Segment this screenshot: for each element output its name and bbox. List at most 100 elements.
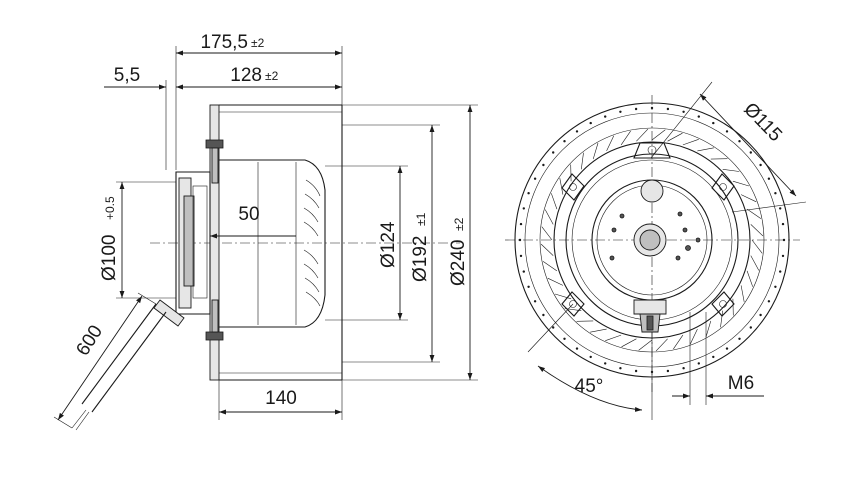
mounting-lug-bottom-left [561,291,585,317]
front-view: Ø115 45° M6 [505,81,807,420]
vent-dot [604,362,607,365]
vent-dot [604,115,607,118]
vent-dot [749,326,752,329]
vent-dot [589,355,592,359]
vent-dot [563,337,566,340]
vent-dot [533,300,537,303]
blade-line [655,338,668,352]
vent-dot [781,222,785,226]
dim-cable-length-value: 600 [72,322,107,360]
vent-dot [589,121,592,125]
blade-line [651,129,666,141]
dimension-mounting-angle: 45° [527,303,653,420]
blade-line [740,285,745,302]
impeller-body [219,159,326,328]
vent-dot [542,163,545,167]
blade-line [689,328,698,345]
dim-impeller-width-value: 140 [265,388,297,409]
vent-dot [774,285,777,288]
blade-line [606,135,615,152]
blade-line [542,261,558,272]
vent-dot [519,254,523,258]
vent-dot [619,110,622,114]
dim-motor-diameter-value: Ø100 [99,235,120,281]
hub-boss [640,179,664,203]
dim-mounting-angle-value: 45° [575,376,604,397]
dim-hub-diameter-value: Ø115 [739,99,785,146]
vent-dot [682,110,685,114]
dimension-cable-length: 600 [53,292,157,429]
blade-line [746,270,753,287]
dim-impeller-diameter-value: Ø240 [448,240,469,286]
vent-dot [522,207,525,210]
vent-dot [759,313,762,317]
dim-motor-depth-value: 50 [238,204,259,225]
vent-dot [634,369,638,373]
vent-dot [781,254,785,258]
vent-dot [619,367,622,370]
vent-dot [533,177,537,180]
vent-dot [552,326,555,329]
blade-line [559,178,564,195]
vent-dot [697,115,700,118]
dim-inner-diameter-value: Ø124 [378,221,399,268]
dimension-flange-offset: 5,5 [104,65,190,90]
cable-gland [633,299,667,333]
mounting-bolt-top [205,139,224,149]
power-cable [71,299,185,431]
vent-dot [575,347,579,350]
dim-overall-length-tolerance: ±2 [251,36,265,50]
blade-line [540,243,554,256]
dimension-body-length: 128 ±2 [176,65,342,90]
dim-flange-offset-value: 5,5 [114,65,140,86]
dim-body-length-value: 128 [230,65,262,86]
dimension-motor-diameter: Ø100 +0.5 [99,181,176,299]
dim-overall-length-value: 175,5 [200,32,248,53]
vent-dot [738,140,741,143]
vent-dot [650,106,654,110]
vent-dot [552,151,555,154]
dim-impeller-diameter-tolerance: ±2 [452,217,466,231]
vent-dot [527,192,530,195]
blade-line [732,180,750,187]
dim-body-length-tolerance: ±2 [265,69,279,83]
dimension-impeller-width: 140 [218,380,343,420]
blade-line [697,147,714,152]
side-view: 175,5 ±2 128 ±2 5,5 [53,32,478,431]
blade-line [720,310,723,328]
mounting-bolt-bottom [205,331,224,341]
blade-line [541,226,553,241]
dimension-thread: M6 [672,312,764,405]
dimension-hub-diameter: Ø115 [650,81,807,213]
mounting-lug-bottom-right [711,291,735,317]
hub-bearing-inner [639,229,661,251]
blade-line [705,320,712,338]
mounting-lug-left [561,173,585,201]
mounting-lug-right [711,173,735,201]
vent-dot [725,130,729,133]
dimension-overall-length: 175,5 ±2 [176,32,342,56]
vent-dot [749,151,752,154]
blade-line [636,128,649,142]
blade-line [592,142,599,160]
blade-line [605,334,622,341]
vent-dot [522,270,525,273]
blade-line [620,130,631,146]
vent-dot [518,238,522,242]
dimension-inner-diameter: Ø124 [325,165,408,321]
vent-dot [712,355,715,359]
blade-line [544,209,554,225]
blade-line [722,169,740,172]
blade-line [547,277,564,286]
vent-dot [774,192,777,195]
vent-dot [697,362,700,365]
vent-dot [666,369,670,373]
blade-line [751,239,763,254]
vent-dot [563,140,566,143]
dim-mounting-diameter-tolerance: ±1 [414,212,428,226]
vent-dot [779,270,782,273]
blade-line [750,224,764,237]
dimension-motor-depth: 50 [210,204,296,239]
dim-motor-diameter-tolerance: +0.5 [103,196,117,220]
